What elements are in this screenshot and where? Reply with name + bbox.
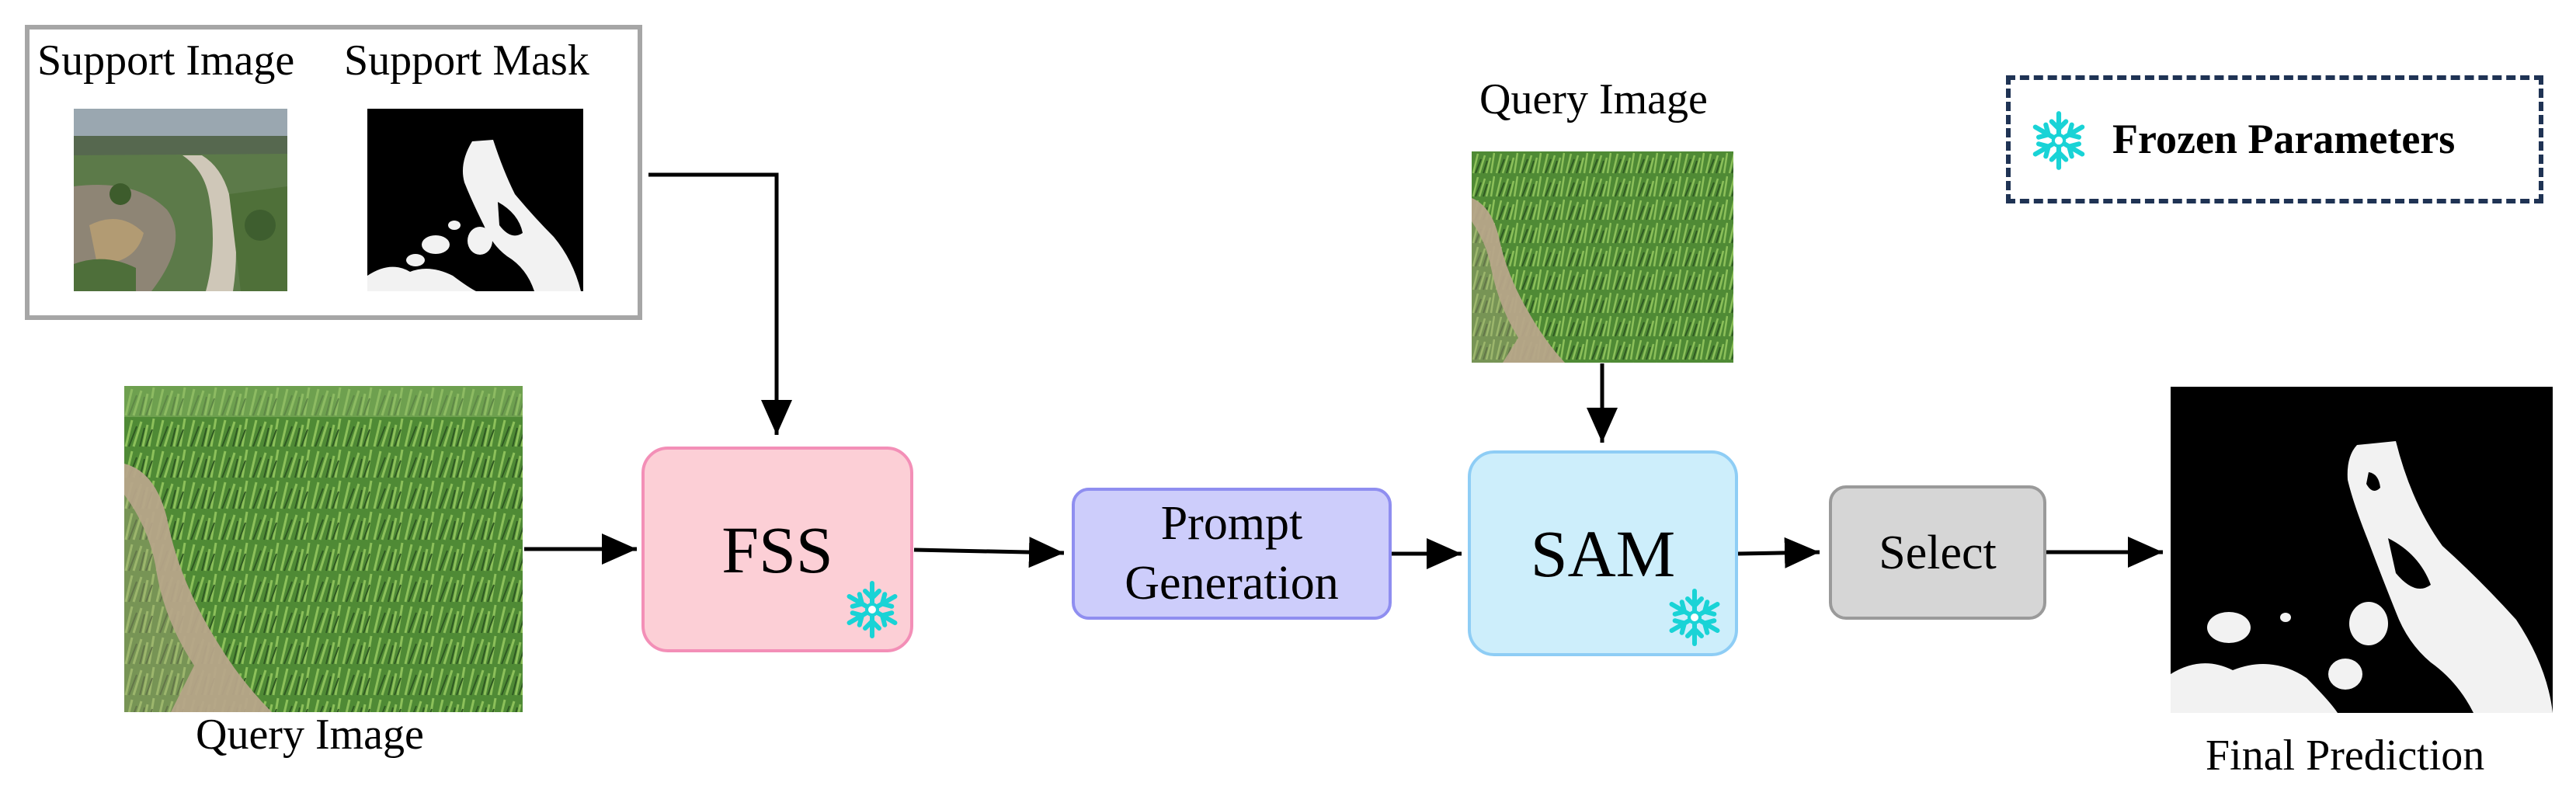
query-image-top — [1472, 151, 1733, 363]
support-image — [74, 109, 287, 291]
arrow-support-to-fss — [648, 172, 792, 435]
arrow-fss-to-prompt — [913, 537, 1065, 568]
fss-module: FSS — [641, 447, 913, 652]
query-image-left-label: Query Image — [196, 711, 424, 759]
fss-label: FSS — [721, 512, 833, 587]
query-image-left — [124, 386, 523, 712]
support-mask — [367, 109, 583, 291]
final-prediction-mask — [2171, 387, 2553, 713]
final-prediction-label: Final Prediction — [2206, 732, 2485, 780]
prompt-generation-module: Prompt Generation — [1072, 488, 1392, 620]
prompt-label-line1: Prompt — [1160, 496, 1303, 550]
snowflake-icon — [1669, 589, 1720, 646]
legend-label: Frozen Parameters — [2112, 116, 2456, 162]
snowflake-icon — [2032, 111, 2085, 170]
support-image-label: Support Image — [37, 36, 295, 85]
query-image-top-label: Query Image — [1479, 75, 1708, 123]
support-mask-label: Support Mask — [344, 36, 589, 85]
prompt-label-line2: Generation — [1125, 557, 1339, 610]
arrow-sam-to-select — [1737, 537, 1820, 568]
sam-label: SAM — [1530, 516, 1676, 591]
legend-box — [2006, 75, 2543, 203]
select-label: Select — [1879, 526, 1997, 579]
snowflake-icon — [846, 581, 898, 638]
select-module: Select — [1829, 485, 2046, 620]
